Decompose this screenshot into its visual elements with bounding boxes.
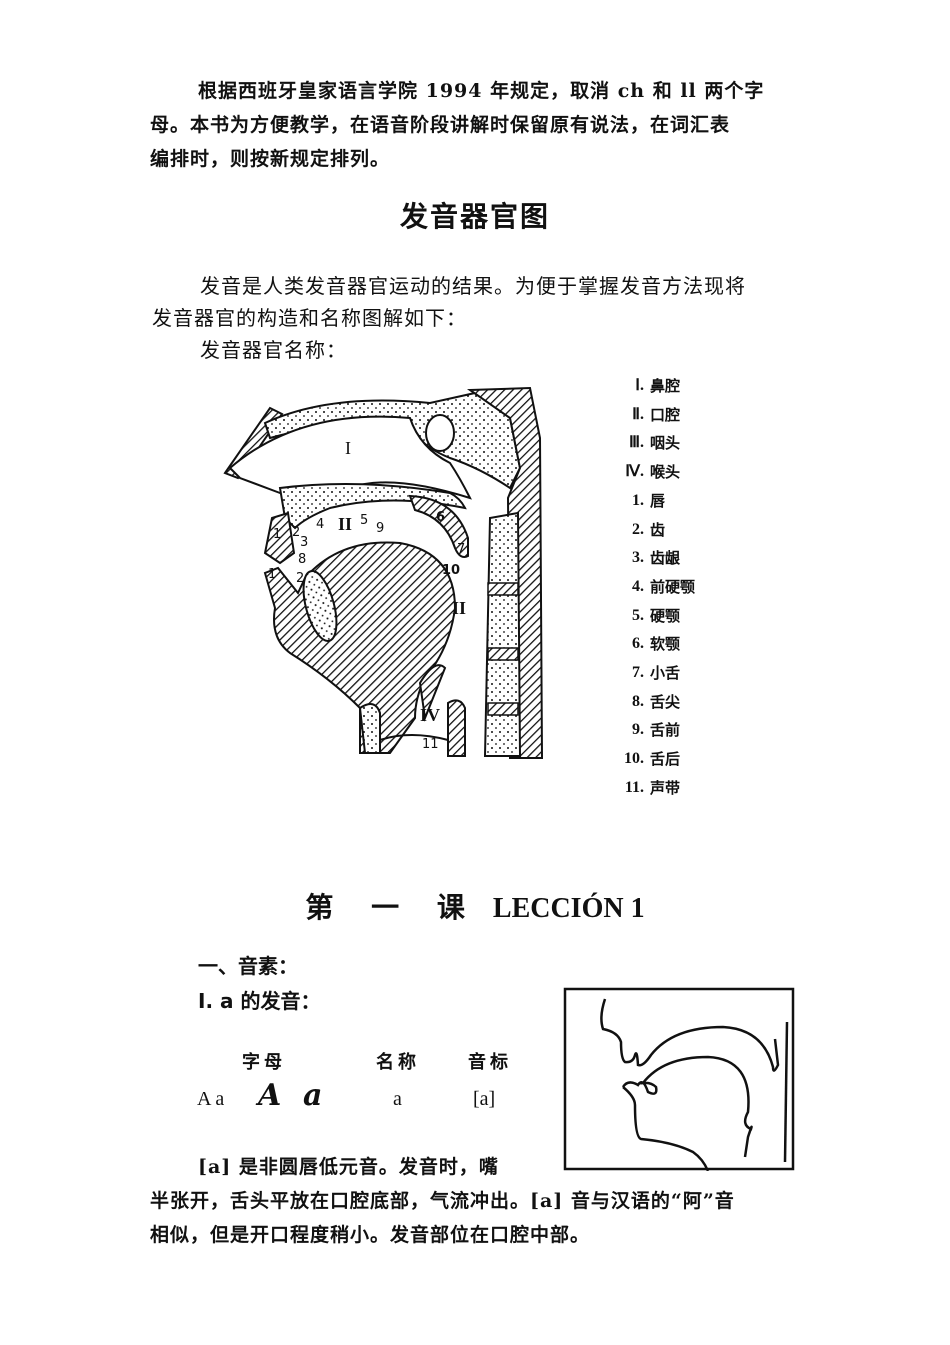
a-description: [a] 是非圆唇低元音。发音时，嘴 半张开，舌头平放在口腔底部，气流冲出。[a]… (150, 1150, 830, 1252)
desc-line-2: 半张开，舌头平放在口腔底部，气流冲出。[a] 音与汉语的“阿”音 (150, 1190, 735, 1212)
svg-text:6: 6 (436, 510, 445, 525)
svg-text:2: 2 (292, 525, 300, 540)
legend-item: Ⅳ.喉头 (625, 463, 681, 482)
header-phonetic: 音标 (468, 1052, 512, 1073)
svg-text:5: 5 (360, 513, 368, 528)
legend-item: 2.齿 (632, 520, 666, 539)
svg-text:2: 2 (296, 571, 304, 586)
label-IV: IV (420, 705, 440, 725)
vocal-organs-diagram: I II II IV 1 2 3 4 5 6 7 8 9 10 11 1 2 (223, 386, 544, 759)
label-II-oral: II (338, 514, 352, 534)
svg-text:1: 1 (268, 567, 276, 582)
intro-line-3: 编排时，则按新规定排列。 (150, 148, 391, 170)
header-name: 名称 (376, 1052, 420, 1073)
lesson-title-cn: 第 一 课 (305, 891, 479, 924)
svg-text:9: 9 (376, 521, 384, 536)
lesson-title-es: LECCIÓN 1 (492, 893, 645, 924)
legend-item: 5.硬颚 (632, 606, 681, 625)
desc-line-3: 相似，但是开口程度稍小。发音部位在口腔中部。 (150, 1224, 591, 1246)
lesson-title: 第 一 课 LECCIÓN 1 (0, 886, 950, 926)
legend-item: 10.舌后 (624, 750, 681, 769)
legend-item: 9.舌前 (632, 721, 681, 740)
legend-item: 4.前硬颚 (632, 577, 696, 596)
svg-text:1: 1 (273, 527, 281, 542)
organ-legend: Ⅰ.鼻腔 Ⅱ.口腔 Ⅲ.咽头 Ⅳ.喉头 1.唇 2.齿 3.齿龈 4.前硬颚 5… (610, 372, 695, 803)
intro-paragraph: 根据西班牙皇家语言学院 1994 年规定，取消 ch 和 ll 两个字 母。本书… (150, 74, 830, 176)
subsection-a-pronunciation: I. a 的发音： (198, 989, 321, 1013)
legend-item: Ⅲ.咽头 (628, 434, 681, 453)
legend-item: Ⅰ.鼻腔 (635, 377, 681, 395)
header-letter: 字母 (242, 1052, 286, 1073)
svg-text:8: 8 (298, 552, 306, 567)
legend-item: 6.软颚 (632, 635, 681, 654)
desc-line-1: [a] 是非圆唇低元音。发音时，嘴 (198, 1156, 499, 1178)
mouth-position-diagram (563, 987, 795, 1171)
svg-text:4: 4 (316, 517, 324, 532)
legend-item: 8.舌尖 (632, 692, 681, 711)
organ-line-1: 发音是人类发音器官运动的结果。为便于掌握发音方法现将 (200, 274, 746, 298)
legend-item: 3.齿龈 (632, 549, 681, 568)
intro-line-2: 母。本书为方便教学，在语音阶段讲解时保留原有说法，在词汇表 (150, 114, 731, 136)
svg-text:11: 11 (422, 737, 439, 752)
letter-script-lower: a (303, 1078, 323, 1113)
label-I: I (345, 438, 351, 458)
legend-item: 1.唇 (632, 491, 666, 510)
letter-name: a (393, 1088, 402, 1110)
legend-item: 7.小舌 (632, 664, 681, 683)
svg-text:3: 3 (300, 535, 308, 550)
svg-text:7: 7 (457, 542, 465, 557)
svg-text:10: 10 (442, 563, 460, 578)
letter-script-upper: A (258, 1078, 282, 1113)
section-title: 发音器官图 (399, 200, 550, 233)
legend-item: Ⅱ.口腔 (632, 405, 681, 424)
letter-phonetic: [a] (473, 1088, 496, 1110)
intro-line-1: 根据西班牙皇家语言学院 1994 年规定，取消 ch 和 ll 两个字 (198, 80, 765, 102)
organ-caption: 发音器官名称： (200, 338, 347, 362)
section-phonemes: 一、音素： (198, 954, 298, 978)
organ-description: 发音是人类发音器官运动的结果。为便于掌握发音方法现将 发音器官的构造和名称图解如… (152, 270, 832, 366)
letter-print: A a (197, 1088, 225, 1110)
legend-item: 11.声带 (624, 778, 681, 797)
label-II-pharynx: II (452, 598, 466, 618)
organ-line-2: 发音器官的构造和名称图解如下： (152, 306, 467, 330)
